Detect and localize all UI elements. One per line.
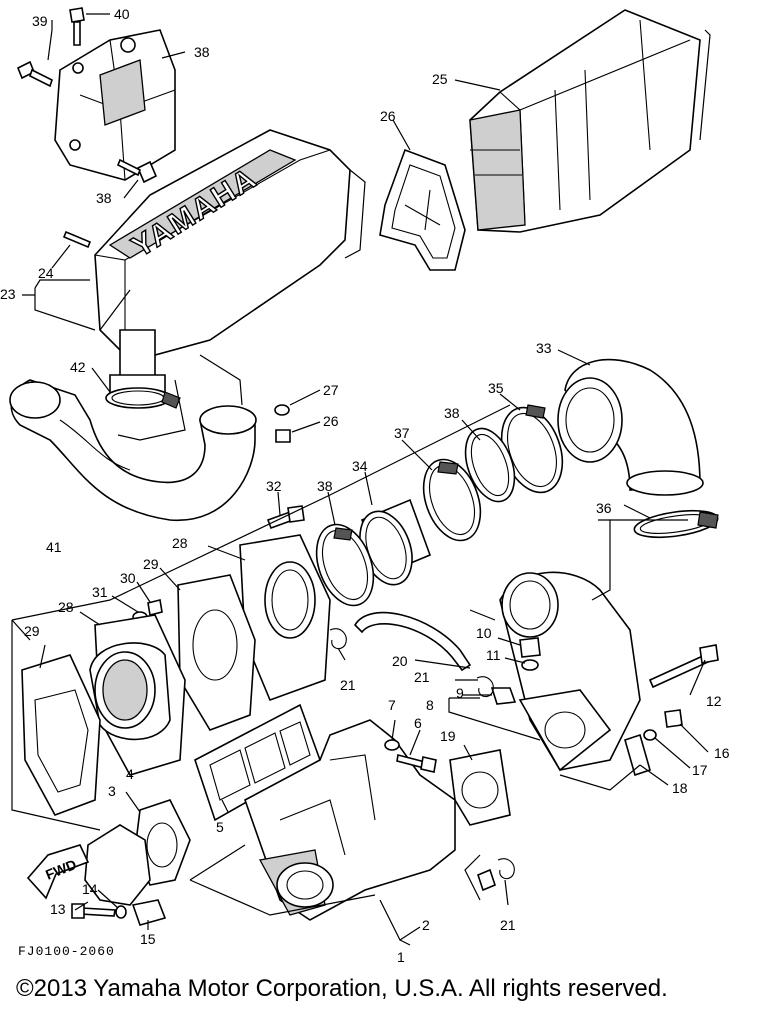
callout-21c: 21 <box>500 917 516 933</box>
callout-21a: 21 <box>414 669 430 685</box>
part-15-clip <box>131 899 167 926</box>
leader-lines <box>11 13 711 946</box>
drawing-code: FJ0100-2060 <box>18 944 115 959</box>
callout-3: 3 <box>108 783 116 799</box>
callout-14: 14 <box>82 881 98 897</box>
callout-30: 28 <box>172 535 188 551</box>
part-24-silencer-box <box>469 9 701 233</box>
callout-9: 9 <box>456 685 464 701</box>
part-38-clamp-upper <box>422 458 482 542</box>
callout-15: 15 <box>140 931 156 947</box>
callout-29: 29 <box>24 623 40 639</box>
part-18-clip <box>624 733 651 777</box>
callout-32: 30 <box>120 570 136 586</box>
callout-11: 11 <box>486 647 501 663</box>
callout-5: 5 <box>216 819 224 835</box>
callout-12: 12 <box>706 693 722 709</box>
callout-22: 23 <box>0 286 16 302</box>
part-21-clip-b <box>476 676 494 698</box>
callout-26: 26 <box>323 413 339 429</box>
part-38-clamp-lower <box>315 523 375 607</box>
callout-24: 25 <box>432 71 448 87</box>
part-39-ring <box>464 427 516 503</box>
part-29-gasket <box>21 654 101 816</box>
callout-13: 13 <box>50 901 66 917</box>
part-7-washer <box>384 739 400 751</box>
callout-42: 38 <box>194 44 210 60</box>
callout-41: 42 <box>70 359 86 375</box>
bolt-43 <box>116 158 158 184</box>
part-25-gasket <box>379 148 466 271</box>
callout-45: 40 <box>114 6 130 22</box>
callout-10: 10 <box>476 625 492 641</box>
part-34-bolt <box>266 505 305 530</box>
callout-27: 27 <box>323 382 339 398</box>
part-2-fitting <box>477 868 496 892</box>
callout-37a: 35 <box>488 380 504 396</box>
part-37-clamp-lower <box>633 509 719 539</box>
fwd-arrow-icon: FWD <box>26 844 90 900</box>
part-27-washer <box>274 404 290 416</box>
part-35-elbow <box>557 358 704 496</box>
callout-40: 41 <box>46 539 62 555</box>
callout-6: 6 <box>414 715 422 731</box>
part-19-gasket <box>449 749 511 826</box>
callout-37b: 36 <box>596 500 612 516</box>
callout-labels: 39 40 38 38 25 26 24 23 42 27 26 41 33 3… <box>0 6 730 965</box>
part-40-hose <box>9 379 257 521</box>
part-21-clip-a <box>329 628 347 650</box>
part-1-manifold <box>244 719 456 921</box>
callout-20: 20 <box>392 653 408 669</box>
part-8-elbow-assembly <box>499 571 641 772</box>
callout-25: 26 <box>380 108 396 124</box>
callout-8: 8 <box>426 697 434 713</box>
callout-2: 2 <box>422 917 430 933</box>
part-12-stud <box>648 644 719 689</box>
callout-16: 16 <box>714 745 730 761</box>
callout-31: 29 <box>143 556 159 572</box>
callout-18: 18 <box>672 780 688 796</box>
bolt-45 <box>69 7 85 46</box>
part-30-flange <box>239 534 331 702</box>
part-32-bolt <box>147 599 163 616</box>
part-6-bolt <box>396 754 437 773</box>
part-3-cover <box>84 824 151 906</box>
callout-23: 24 <box>38 265 54 281</box>
part-37-clamp-upper <box>500 404 564 494</box>
callout-4: 4 <box>126 766 134 782</box>
callout-28: 28 <box>58 599 74 615</box>
part-42-bracket <box>54 29 176 181</box>
callout-35: 33 <box>536 340 552 356</box>
bolt-44 <box>16 60 53 88</box>
callout-39: 38 <box>444 405 460 421</box>
callout-1: 1 <box>397 949 405 965</box>
part-17-washer <box>643 729 657 741</box>
callout-38a: 37 <box>394 425 410 441</box>
callout-38b: 38 <box>317 478 333 494</box>
part-23-stud <box>62 230 92 249</box>
part-26-bolt <box>275 429 291 443</box>
callout-33: 31 <box>92 584 108 600</box>
callout-36: 34 <box>352 458 368 474</box>
part-16-bolt <box>664 709 683 728</box>
callout-44: 39 <box>32 13 48 29</box>
part-11-washer <box>521 659 539 671</box>
part-14-washer <box>115 905 127 919</box>
callout-7: 7 <box>388 697 396 713</box>
callout-34: 32 <box>266 478 282 494</box>
callout-17: 17 <box>692 762 708 778</box>
callout-43: 38 <box>96 190 112 206</box>
part-28-adapter <box>89 614 186 776</box>
part-10-cap <box>519 637 541 658</box>
part-21-clip-c <box>497 858 515 880</box>
part-41-clamp <box>105 387 181 409</box>
callout-19: 19 <box>440 728 456 744</box>
copyright-notice: ©2013 Yamaha Motor Corporation, U.S.A. A… <box>16 975 668 1002</box>
part-13-bolt <box>71 903 116 919</box>
part-9-fitting <box>490 687 517 705</box>
callout-21b: 21 <box>340 677 356 693</box>
part-20-hose <box>353 611 472 672</box>
